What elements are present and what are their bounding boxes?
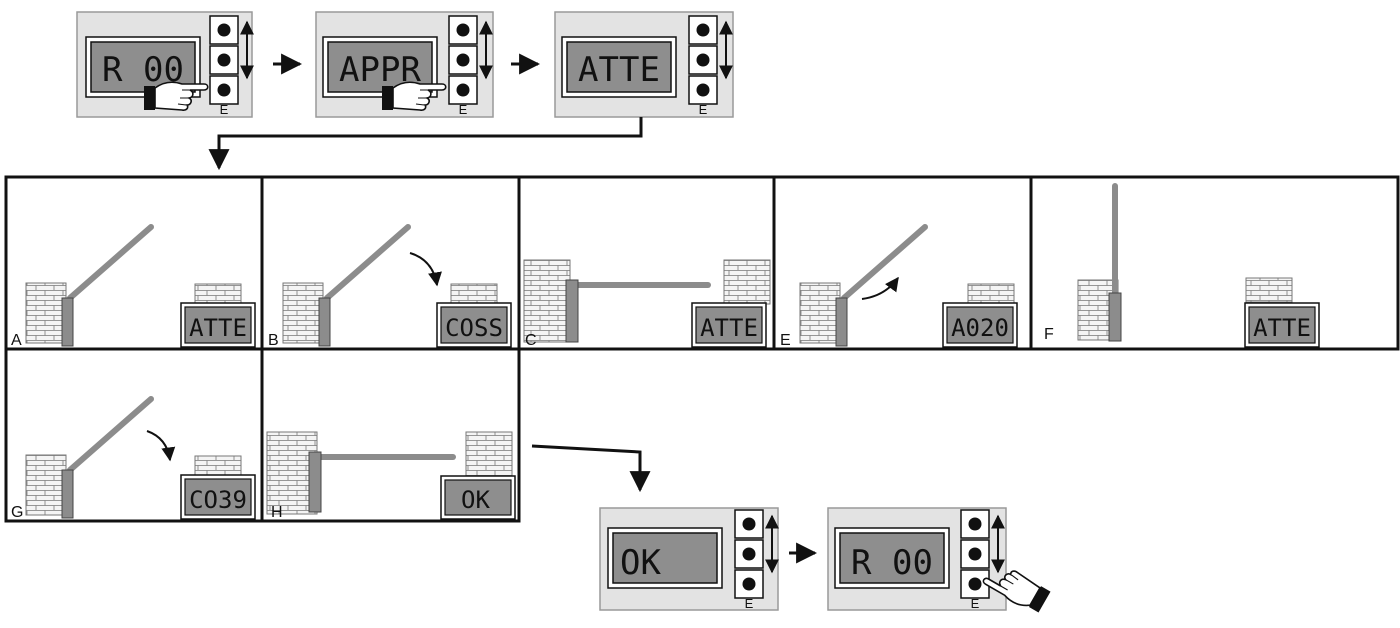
controller-top-1: R 00 E bbox=[76, 11, 253, 118]
panel-display: ATTE bbox=[1253, 314, 1311, 342]
panel-label: G bbox=[11, 504, 23, 521]
panel-label: C bbox=[525, 332, 537, 349]
controller-bottom-1: OK E bbox=[599, 507, 779, 611]
panel-a: ATTE A bbox=[11, 224, 256, 349]
panel-g: CO39 G bbox=[11, 396, 256, 521]
panel-c: ATTE C bbox=[523, 259, 771, 349]
lcd-text: OK bbox=[620, 543, 661, 583]
connector-arrow bbox=[208, 117, 643, 171]
controller-top-2: APPR E bbox=[315, 11, 494, 118]
closing-arrow-icon bbox=[146, 430, 176, 462]
panel-display: CO39 bbox=[189, 486, 247, 514]
controller-bottom-2: R 00 E bbox=[827, 507, 1052, 617]
controller-top-3: ATTE E bbox=[554, 11, 734, 118]
panel-display: ATTE bbox=[700, 314, 758, 342]
panel-e: A020 E bbox=[780, 224, 1018, 349]
panels-row-2 bbox=[4, 347, 521, 523]
panel-display: ATTE bbox=[189, 314, 247, 342]
panel-f: ATTE F bbox=[1044, 183, 1320, 348]
closing-arrow-icon bbox=[409, 252, 442, 287]
panel-label: F bbox=[1044, 326, 1054, 343]
enter-button-label: E bbox=[971, 596, 980, 611]
enter-button-label: E bbox=[459, 102, 468, 117]
panel-label: B bbox=[268, 332, 279, 349]
panel-display: OK bbox=[461, 486, 490, 514]
enter-button-label: E bbox=[220, 102, 229, 117]
panel-label: A bbox=[11, 332, 22, 349]
enter-button-label: E bbox=[745, 596, 754, 611]
enter-button-label: E bbox=[699, 102, 708, 117]
lcd-text: ATTE bbox=[578, 50, 660, 90]
panel-h: OK H bbox=[266, 431, 516, 521]
lcd-text: R 00 bbox=[851, 543, 933, 583]
panel-display: A020 bbox=[951, 314, 1009, 342]
connector-arrow bbox=[531, 444, 651, 493]
opening-arrow-icon bbox=[861, 276, 899, 300]
panel-b: COSS B bbox=[268, 224, 512, 349]
panel-label: E bbox=[780, 332, 791, 349]
panel-label: H bbox=[271, 504, 283, 521]
panel-display: COSS bbox=[445, 314, 503, 342]
